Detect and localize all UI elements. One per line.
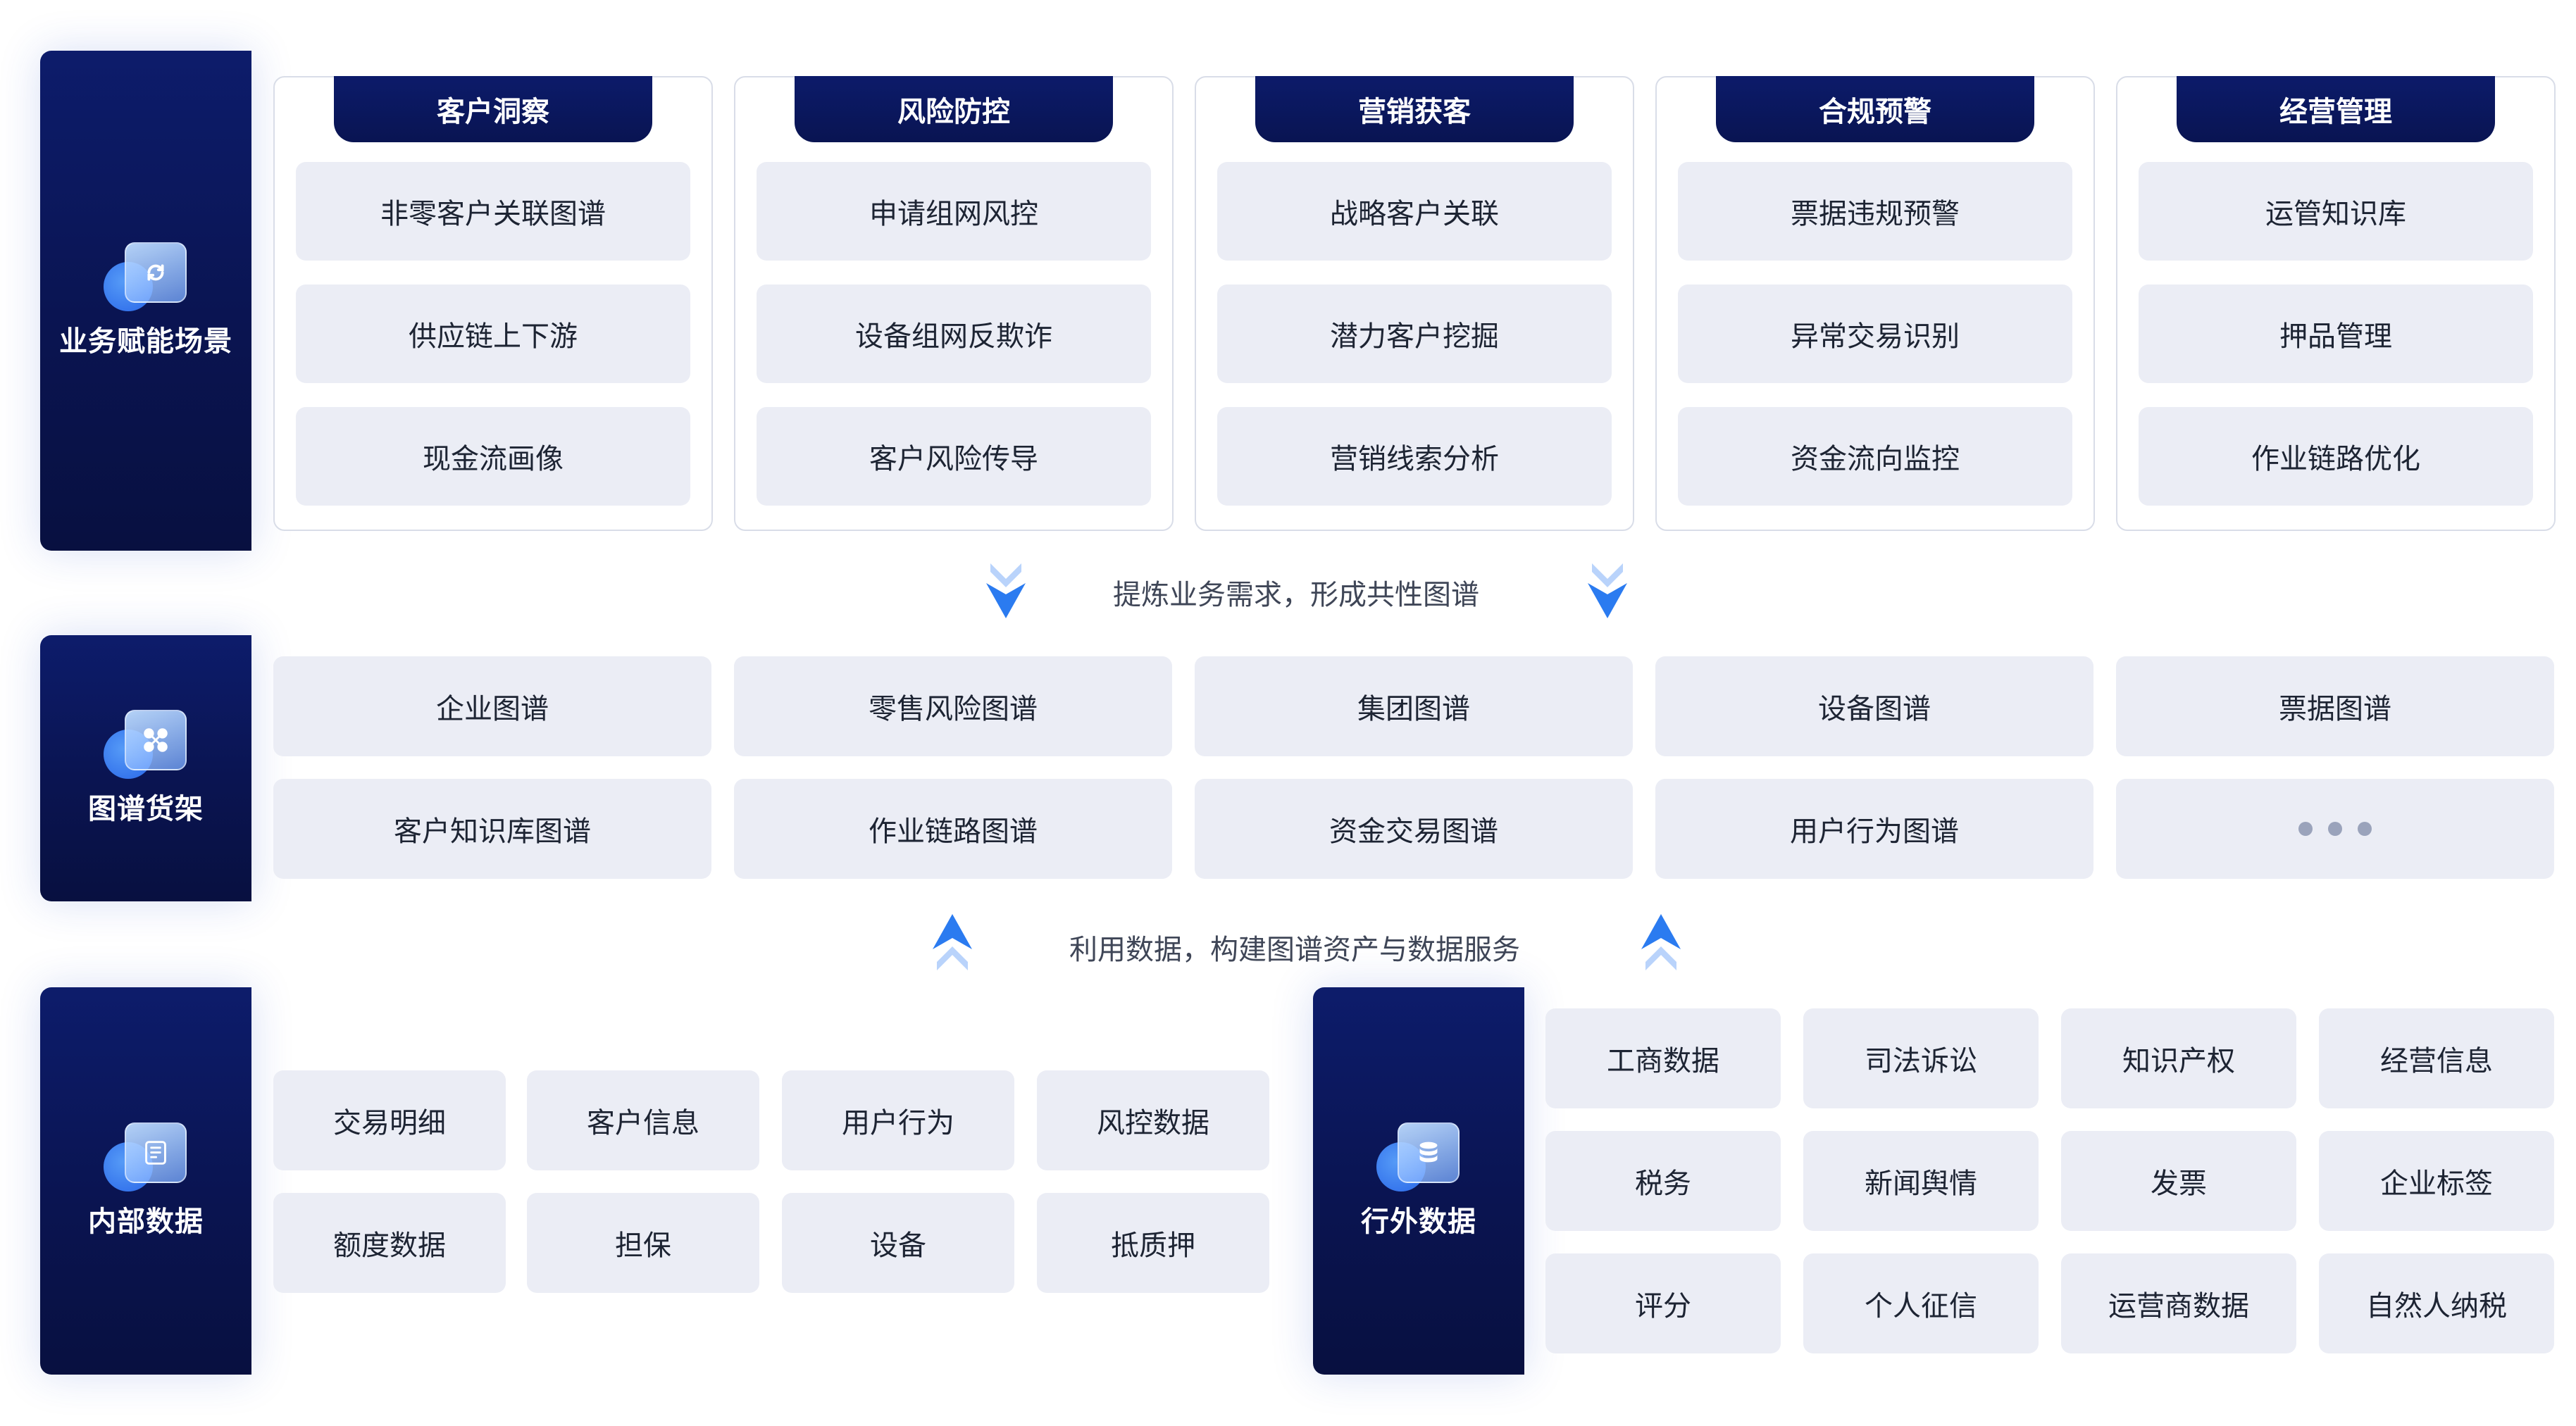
- category-panel-marketing: 营销获客 战略客户关联 潜力客户挖掘 营销线索分析: [1195, 76, 1634, 531]
- external-data-item[interactable]: 发票: [2061, 1131, 2296, 1231]
- external-data-item[interactable]: 评分: [1545, 1253, 1781, 1353]
- graph-item[interactable]: 集团图谱: [1195, 656, 1633, 756]
- internal-data-item[interactable]: 交易明细: [273, 1070, 506, 1170]
- external-data-item[interactable]: 自然人纳税: [2319, 1253, 2554, 1353]
- flow-up-text: 利用数据，构建图谱资产与数据服务: [1069, 934, 1520, 966]
- external-data-item[interactable]: 知识产权: [2061, 1008, 2296, 1108]
- graph-icon: [104, 710, 188, 780]
- category-panel-customer: 客户洞察 非零客户关联图谱 供应链上下游 现金流画像: [273, 76, 713, 531]
- scenario-item[interactable]: 战略客户关联: [1217, 162, 1612, 261]
- external-data-label: 行外数据: [1313, 987, 1524, 1375]
- scenario-item[interactable]: 供应链上下游: [296, 284, 690, 383]
- ellipsis-icon: [2298, 822, 2372, 836]
- scenario-item[interactable]: 票据违规预警: [1678, 162, 2072, 261]
- external-data-item[interactable]: 司法诉讼: [1803, 1008, 2039, 1108]
- graph-item[interactable]: 用户行为图谱: [1655, 779, 2093, 879]
- scenario-item[interactable]: 客户风险传导: [757, 407, 1151, 506]
- external-data-item[interactable]: 税务: [1545, 1131, 1781, 1231]
- graph-item[interactable]: 企业图谱: [273, 656, 711, 756]
- internal-data-title: 内部数据: [88, 1206, 204, 1238]
- scenario-icon: [104, 242, 188, 313]
- category-title: 经营管理: [2177, 76, 2495, 142]
- down-arrow-icon: [986, 563, 1026, 618]
- graph-item[interactable]: 资金交易图谱: [1195, 779, 1633, 879]
- graph-item[interactable]: 票据图谱: [2116, 656, 2554, 756]
- scenario-item[interactable]: 现金流画像: [296, 407, 690, 506]
- category-title: 营销获客: [1255, 76, 1574, 142]
- scenario-item[interactable]: 作业链路优化: [2139, 407, 2533, 506]
- graph-layer-title: 图谱货架: [88, 793, 204, 825]
- external-data-item[interactable]: 经营信息: [2319, 1008, 2554, 1108]
- graph-item[interactable]: 作业链路图谱: [734, 779, 1172, 879]
- category-panel-risk: 风险防控 申请组网风控 设备组网反欺诈 客户风险传导: [734, 76, 1174, 531]
- internal-data-item[interactable]: 客户信息: [527, 1070, 759, 1170]
- internal-data-item[interactable]: 担保: [527, 1193, 759, 1293]
- scenario-item[interactable]: 潜力客户挖掘: [1217, 284, 1612, 383]
- external-data-item[interactable]: 运营商数据: [2061, 1253, 2296, 1353]
- category-title: 风险防控: [795, 76, 1113, 142]
- graph-item[interactable]: 设备图谱: [1655, 656, 2093, 756]
- external-data-item[interactable]: 企业标签: [2319, 1131, 2554, 1231]
- down-arrow-icon: [1588, 563, 1627, 618]
- category-panel-compliance: 合规预警 票据违规预警 异常交易识别 资金流向监控: [1655, 76, 2095, 531]
- graph-item[interactable]: 零售风险图谱: [734, 656, 1172, 756]
- scenario-item[interactable]: 押品管理: [2139, 284, 2533, 383]
- graph-layer-label: 图谱货架: [40, 635, 251, 901]
- scenario-item[interactable]: 异常交易识别: [1678, 284, 2072, 383]
- internal-data-label: 内部数据: [40, 987, 251, 1375]
- internal-data-item[interactable]: 风控数据: [1037, 1070, 1269, 1170]
- up-arrow-icon: [1641, 914, 1681, 970]
- graph-item[interactable]: 客户知识库图谱: [273, 779, 711, 879]
- flow-down-text: 提炼业务需求，形成共性图谱: [1113, 579, 1479, 611]
- internal-data-item[interactable]: 抵质押: [1037, 1193, 1269, 1293]
- document-icon: [104, 1122, 188, 1193]
- business-layer-title: 业务赋能场景: [59, 325, 232, 358]
- scenario-item[interactable]: 非零客户关联图谱: [296, 162, 690, 261]
- internal-data-item[interactable]: 额度数据: [273, 1193, 506, 1293]
- external-data-item[interactable]: 个人征信: [1803, 1253, 2039, 1353]
- category-panel-operation: 经营管理 运管知识库 押品管理 作业链路优化: [2116, 76, 2556, 531]
- category-title: 合规预警: [1716, 76, 2034, 142]
- category-title: 客户洞察: [334, 76, 652, 142]
- external-data-item[interactable]: 新闻舆情: [1803, 1131, 2039, 1231]
- scenario-item[interactable]: 营销线索分析: [1217, 407, 1612, 506]
- scenario-item[interactable]: 资金流向监控: [1678, 407, 2072, 506]
- more-graphs-button[interactable]: [2116, 779, 2554, 879]
- scenario-item[interactable]: 运管知识库: [2139, 162, 2533, 261]
- scenario-item[interactable]: 设备组网反欺诈: [757, 284, 1151, 383]
- internal-data-item[interactable]: 设备: [782, 1193, 1014, 1293]
- up-arrow-icon: [933, 914, 972, 970]
- external-data-item[interactable]: 工商数据: [1545, 1008, 1781, 1108]
- business-layer-label: 业务赋能场景: [40, 51, 251, 551]
- external-data-title: 行外数据: [1361, 1206, 1476, 1238]
- scenario-item[interactable]: 申请组网风控: [757, 162, 1151, 261]
- internal-data-item[interactable]: 用户行为: [782, 1070, 1014, 1170]
- database-icon: [1376, 1122, 1461, 1193]
